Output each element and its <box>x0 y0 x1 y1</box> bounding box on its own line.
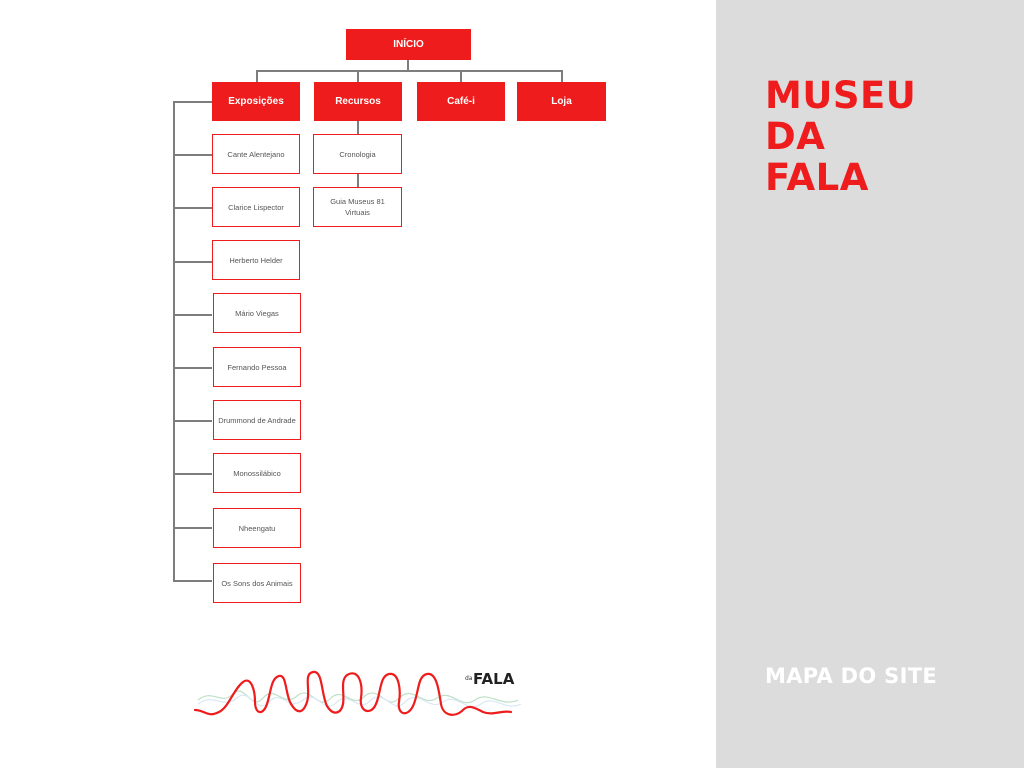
connector-branch <box>173 314 212 316</box>
connector-recursos-stem <box>357 121 359 134</box>
connector-branch <box>173 154 212 156</box>
node-recursos[interactable]: Recursos <box>314 82 402 121</box>
connector-loja-drop <box>561 70 563 82</box>
sidebar-title-line-3: FALA <box>765 156 869 199</box>
connector-exposicoes-left <box>173 101 212 103</box>
logo-da-text: da <box>465 675 473 682</box>
connector-branch <box>173 367 212 369</box>
connector-branch <box>173 473 212 475</box>
connector-top-horizontal <box>256 70 563 72</box>
node-inicio[interactable]: INÍCIO <box>346 29 471 60</box>
node-drummond-de-andrade[interactable]: Drummond de Andrade <box>213 400 301 440</box>
connector-recursos-drop <box>357 70 359 82</box>
connector-branch <box>173 580 212 582</box>
sidebar-title-line-1: MUSEU <box>765 74 917 117</box>
sidebar-panel <box>716 0 1024 768</box>
node-exposicoes[interactable]: Exposições <box>212 82 300 121</box>
connector-branch <box>173 420 212 422</box>
connector-branch <box>173 527 212 529</box>
connector-exposicoes-drop <box>256 70 258 82</box>
connector-branch <box>173 261 212 263</box>
node-nheengatu[interactable]: Nheengatu <box>213 508 301 548</box>
sidebar-title-line-2: DA <box>765 115 826 158</box>
museu-da-fala-logo: da FALA <box>193 660 528 730</box>
connector-branch <box>173 207 212 209</box>
node-cante-alentejano[interactable]: Cante Alentejano <box>212 134 300 174</box>
logo-fala-text: FALA <box>473 670 515 688</box>
node-cronologia[interactable]: Cronologia <box>313 134 402 174</box>
connector-cronologia-stem <box>357 174 359 187</box>
node-clarice-lispector[interactable]: Clarice Lispector <box>212 187 300 227</box>
node-herberto-helder[interactable]: Herberto Helder <box>212 240 300 280</box>
node-loja[interactable]: Loja <box>517 82 606 121</box>
node-guia-museus-virtuais[interactable]: Guia Museus 81 Virtuais <box>313 187 402 227</box>
connector-cafe-drop <box>460 70 462 82</box>
sidebar-subtitle: MAPA DO SITE <box>765 664 937 688</box>
node-os-sons-dos-animais[interactable]: Os Sons dos Animais <box>213 563 301 603</box>
node-mario-viegas[interactable]: Mário Viegas <box>213 293 301 333</box>
logo-wave-icon: da FALA <box>193 670 522 716</box>
connector-exposicoes-vertical <box>173 101 175 582</box>
node-monossilabico[interactable]: Monossilábico <box>213 453 301 493</box>
node-cafe-i[interactable]: Café-i <box>417 82 505 121</box>
node-fernando-pessoa[interactable]: Fernando Pessoa <box>213 347 301 387</box>
connector-root-stem <box>407 60 409 71</box>
